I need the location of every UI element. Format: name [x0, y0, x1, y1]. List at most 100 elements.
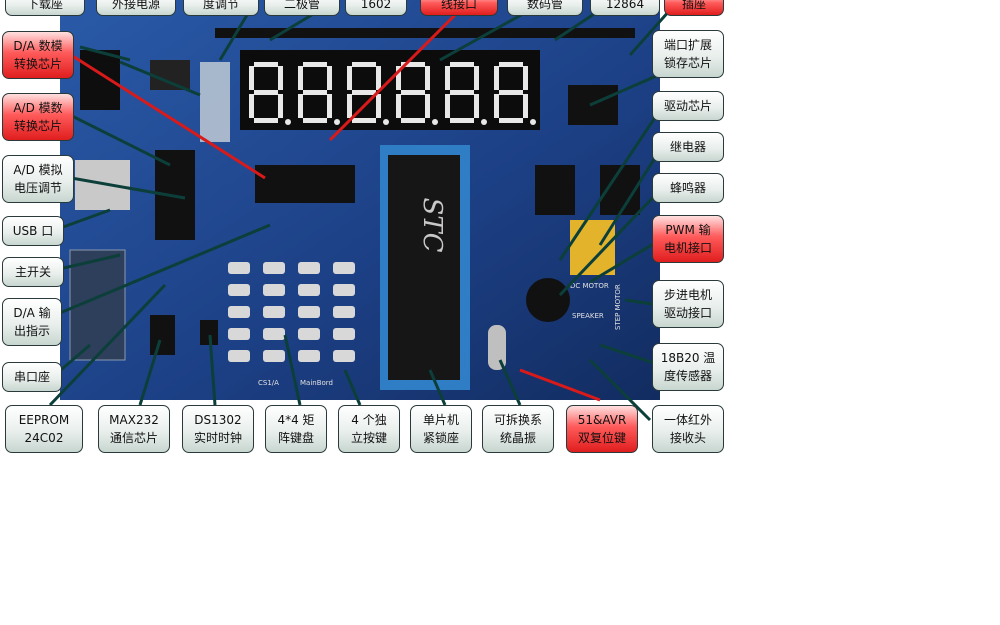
label-port-latch: 端口扩展锁存芯片 [652, 30, 724, 78]
label-lcd-interface: 线接口 [420, 0, 498, 16]
label-buzzer: 蜂鸣器 [652, 173, 724, 203]
label-12864: 12864 [590, 0, 660, 16]
keypad-key [263, 328, 285, 340]
leader-lines [48, 8, 672, 422]
digit-segment [254, 90, 278, 95]
label-main-switch: 主开关 [2, 257, 64, 287]
digit-segment [254, 62, 278, 67]
digit-segment [352, 62, 376, 67]
label-independent-keys: 4 个独立按键 [338, 405, 400, 453]
top-pin-header [215, 28, 635, 38]
keypad-key [228, 284, 250, 296]
digit-segment [347, 66, 352, 90]
label-mcu-socket: 单片机紧锁座 [410, 405, 472, 453]
matrix-keypad [228, 262, 355, 362]
keypad-key [228, 306, 250, 318]
keypad-key [228, 350, 250, 362]
label-da-chip: D/A 数模转换芯片 [2, 31, 74, 79]
silk-cs1: CS1/A [258, 379, 279, 387]
digit-segment [303, 62, 327, 67]
keypad-key [333, 350, 355, 362]
label-contrast-adjust: 度调节 [183, 0, 259, 16]
label-temp-sensor: 18B20 温度传感器 [652, 343, 724, 391]
label-download-socket: 下载座 [5, 0, 85, 16]
digit-segment [445, 94, 450, 118]
digit-segment [474, 66, 479, 90]
crystal [488, 325, 506, 370]
digit-segment [396, 94, 401, 118]
label-diode: 二极管 [264, 0, 340, 16]
keypad-key [228, 262, 250, 274]
digit-segment [494, 94, 499, 118]
label-crystal: 可拆换系统晶振 [482, 405, 554, 453]
digit-segment [303, 118, 327, 123]
digit-segment [499, 118, 523, 123]
keypad-key [333, 284, 355, 296]
keypad-key [298, 262, 320, 274]
digit-segment [376, 94, 381, 118]
keypad-key [263, 306, 285, 318]
board-photo: STC MainBord CS1/A DC MOTOR SPEAKER STEP… [0, 0, 724, 455]
seven-segment-display [240, 50, 540, 130]
silk-dc-motor: DC MOTOR [570, 282, 609, 290]
digit-dot [285, 119, 291, 125]
buzzer [526, 278, 570, 322]
label-socket: 插座 [664, 0, 724, 16]
label-da-indicator: D/A 输出指示 [2, 298, 62, 346]
label-ir-receiver: 一体红外接收头 [652, 405, 724, 453]
label-pwm-motor: PWM 输电机接口 [652, 215, 724, 263]
label-digital-tube: 数码管 [507, 0, 583, 16]
digit-segment [401, 90, 425, 95]
digit-segment [327, 94, 332, 118]
keypad-key [263, 262, 285, 274]
keypad-key [228, 328, 250, 340]
digit-segment [425, 66, 430, 90]
label-ad-chip: A/D 模数转换芯片 [2, 93, 74, 141]
label-usb-port: USB 口 [2, 216, 64, 246]
digit-segment [298, 66, 303, 90]
digit-segment [352, 90, 376, 95]
digit-segment [523, 94, 528, 118]
mcu-brand: STC [417, 197, 447, 252]
digit-segment [303, 90, 327, 95]
driver-chip-1 [535, 165, 575, 215]
digit-dot [530, 119, 536, 125]
relay [570, 220, 615, 275]
keypad-key [298, 284, 320, 296]
digit-segment [401, 118, 425, 123]
ds1302-chip [200, 320, 218, 345]
digit-segment [499, 62, 523, 67]
digit-segment [278, 66, 283, 90]
keypad-key [263, 284, 285, 296]
digit-segment [278, 94, 283, 118]
keypad-key [298, 306, 320, 318]
digit-segment [494, 66, 499, 90]
label-1602: 1602 [345, 0, 407, 16]
digit-segment [425, 94, 430, 118]
digit-dot [481, 119, 487, 125]
label-matrix-keypad: 4*4 矩阵键盘 [265, 405, 327, 453]
silk-step-motor: STEP MOTOR [614, 284, 622, 330]
digit-segment [474, 94, 479, 118]
digit-segment [450, 90, 474, 95]
digit-segment [450, 118, 474, 123]
leader-lines-red [59, 8, 601, 402]
led-bar [200, 62, 230, 142]
download-header [80, 50, 120, 110]
silk-speaker: SPEAKER [572, 312, 604, 320]
digit-segment [401, 62, 425, 67]
digit-segment [347, 94, 352, 118]
digit-segment [352, 118, 376, 123]
keypad-key [263, 350, 285, 362]
digit-segment [499, 90, 523, 95]
mcu-chip [388, 155, 460, 380]
keypad-key [333, 328, 355, 340]
digit-segment [450, 62, 474, 67]
keypad-key [298, 328, 320, 340]
digit-segment [376, 66, 381, 90]
digit-segment [254, 118, 278, 123]
